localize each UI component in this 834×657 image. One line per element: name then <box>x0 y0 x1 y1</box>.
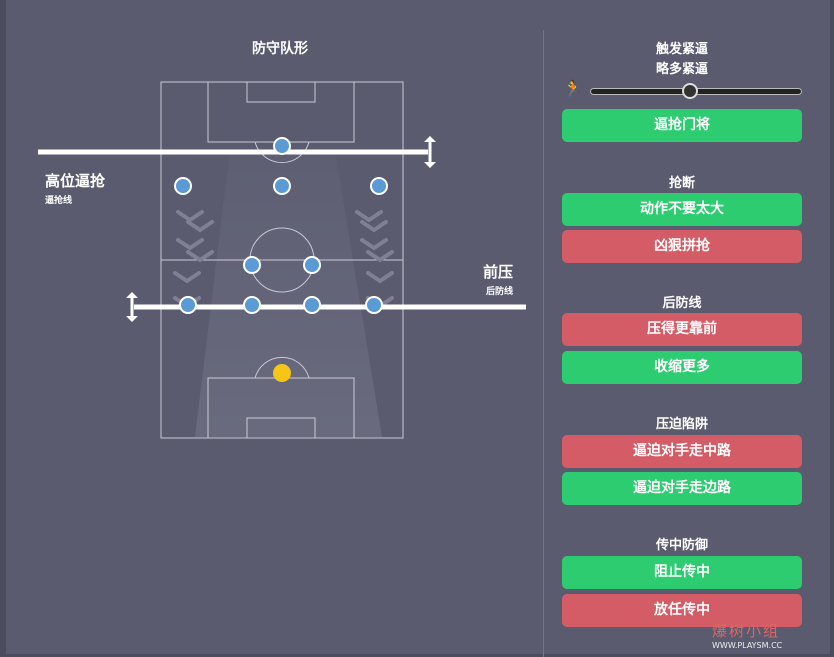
panel-divider <box>543 30 544 657</box>
chevron-down-icon <box>186 250 214 263</box>
stop-crosses-button[interactable]: 阻止传中 <box>562 556 802 589</box>
player-marker[interactable] <box>273 137 291 155</box>
front-press-title: 前压 <box>483 263 514 281</box>
high-press-drag-handle[interactable] <box>424 136 436 168</box>
press-zone-shading <box>195 150 382 437</box>
trigger-press-value: 略多紧逼 <box>655 62 708 77</box>
get-stuck-in-button[interactable]: 凶狠拼抢 <box>562 230 802 263</box>
cross-defense-title: 传中防御 <box>655 538 708 553</box>
top-goal-box <box>246 81 316 103</box>
step-up-more-button[interactable]: 压得更靠前 <box>562 313 802 346</box>
player-marker[interactable] <box>370 177 388 195</box>
drop-off-more-button[interactable]: 收缩更多 <box>562 351 802 384</box>
invite-crosses-button[interactable]: 放任传中 <box>562 594 802 627</box>
bottom-penalty-arc <box>254 356 310 379</box>
chevron-down-icon <box>186 220 214 233</box>
arrow-down-icon <box>424 162 436 168</box>
player-marker[interactable] <box>303 296 321 314</box>
top-penalty-box <box>207 81 355 143</box>
chevron-down-icon <box>355 210 383 223</box>
watermark-text: 爆树小组 <box>712 622 781 640</box>
bottom-goal-box <box>246 417 316 439</box>
tackle-title: 抢断 <box>668 176 695 191</box>
defensive-line-drag-handle[interactable] <box>126 292 138 322</box>
high-press-title: 高位逼抢 <box>45 172 106 190</box>
stay-on-feet-button[interactable]: 动作不要太大 <box>562 193 802 226</box>
goalkeeper-marker[interactable] <box>273 364 291 382</box>
watermark-url: WWW.PLAYSM.CC <box>712 641 783 650</box>
player-marker[interactable] <box>179 296 197 314</box>
arrow-down-icon <box>126 316 138 322</box>
trigger-press-title: 触发紧逼 <box>655 42 708 57</box>
runner-icon: 🏃 <box>563 79 583 98</box>
chevron-down-icon <box>360 220 388 233</box>
player-marker[interactable] <box>365 296 383 314</box>
watermark: 爆树小组 WWW.PLAYSM.CC <box>712 620 782 650</box>
chevron-down-icon <box>176 238 204 251</box>
player-marker[interactable] <box>303 256 321 274</box>
chevron-down-icon <box>176 210 204 223</box>
defensive-line-title: 后防线 <box>662 296 702 311</box>
player-marker[interactable] <box>243 296 261 314</box>
chevron-down-icon <box>366 250 394 263</box>
formation-title: 防守队形 <box>252 41 308 57</box>
chevron-down-icon <box>366 271 394 284</box>
force-inside-button[interactable]: 逼迫对手走中路 <box>562 435 802 468</box>
press-goalkeeper-button[interactable]: 逼抢门将 <box>562 109 802 142</box>
arrow-up-icon <box>424 136 436 142</box>
window-frame-right <box>830 0 834 657</box>
force-outside-button[interactable]: 逼迫对手走边路 <box>562 472 802 505</box>
high-press-label: 高位逼抢 逼抢线 <box>45 170 105 206</box>
arrow-up-icon <box>126 292 138 298</box>
high-press-subtitle: 逼抢线 <box>45 196 73 206</box>
player-marker[interactable] <box>273 177 291 195</box>
front-press-label: 前压 后防线 <box>483 261 513 297</box>
chevron-down-icon <box>360 238 388 251</box>
player-marker[interactable] <box>174 177 192 195</box>
window-frame-left <box>0 0 6 657</box>
front-press-subtitle: 后防线 <box>486 287 514 297</box>
player-marker[interactable] <box>243 256 261 274</box>
slider-handle[interactable] <box>681 83 698 99</box>
players <box>174 137 388 314</box>
chevron-down-icon <box>173 271 201 284</box>
pitch-diagram <box>38 81 526 439</box>
window-frame-bottom <box>0 654 834 657</box>
press-trap-title: 压迫陷阱 <box>655 417 708 432</box>
